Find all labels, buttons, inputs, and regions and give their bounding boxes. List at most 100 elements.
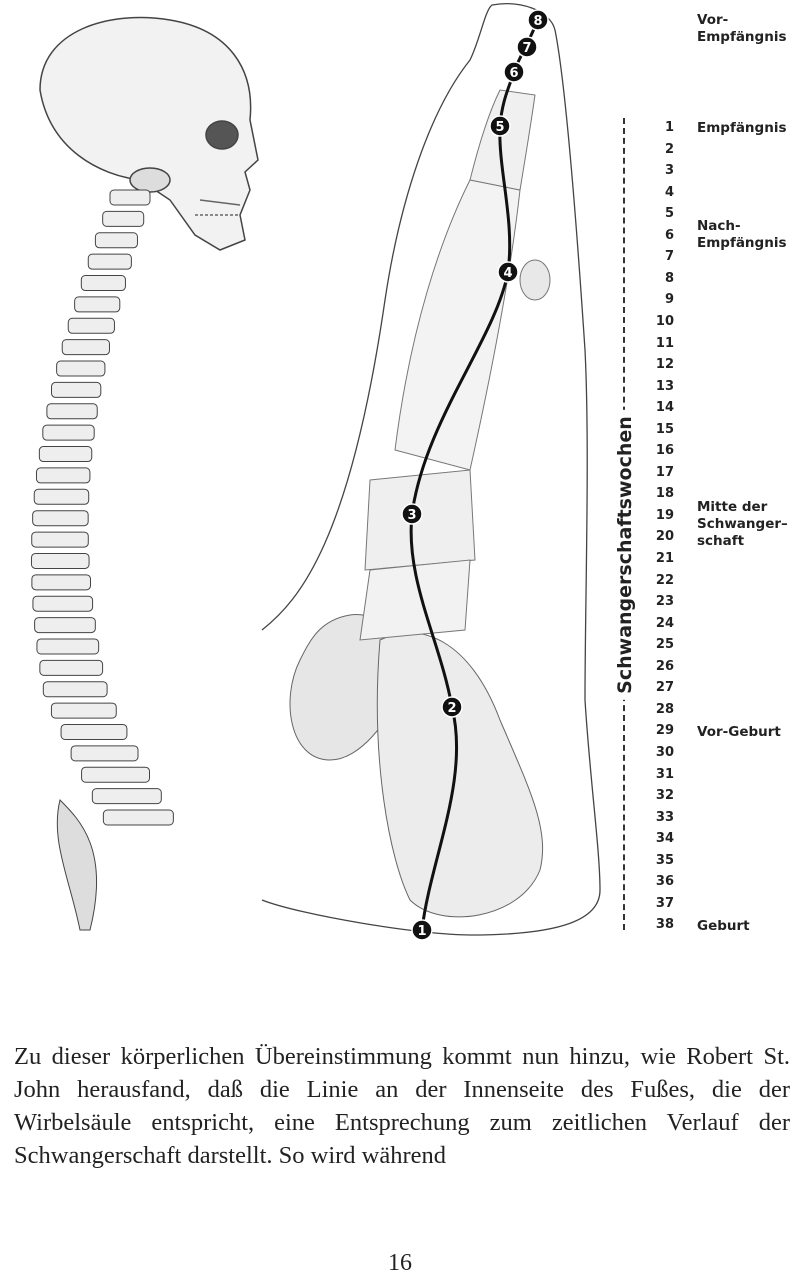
week-number: 34 — [655, 831, 674, 847]
week-number: 1 — [664, 120, 674, 135]
vertebra — [80, 275, 126, 292]
marker-3: 3 — [401, 503, 423, 525]
marker-number: 2 — [447, 701, 456, 716]
marker-5: 5 — [489, 115, 511, 137]
foot-illustration — [261, 3, 601, 936]
vertebra — [50, 702, 117, 719]
page-number: 16 — [388, 1250, 412, 1276]
vertebra — [91, 788, 162, 805]
week-number: 8 — [664, 270, 674, 286]
vertebra — [56, 360, 106, 377]
week-number: 18 — [655, 486, 674, 502]
week-number: 35 — [655, 852, 674, 868]
vertebra — [61, 339, 110, 356]
week-number: 30 — [655, 744, 674, 760]
spine-illustration — [30, 189, 174, 931]
week-number: 33 — [655, 809, 674, 825]
week-number: 13 — [655, 378, 674, 394]
label-line: Empfängnis — [697, 235, 787, 251]
week-number: 14 — [655, 400, 674, 416]
week-number: 9 — [664, 292, 674, 308]
label-post-conception: Nach- Empfängnis — [697, 218, 786, 252]
vertebra — [60, 723, 128, 740]
label-line: Empfängnis — [697, 29, 787, 45]
week-number: 2 — [664, 141, 674, 157]
vertebra — [81, 766, 150, 783]
vertebra — [36, 638, 100, 655]
week-number: 31 — [655, 766, 674, 782]
vertebra — [39, 659, 104, 676]
week-number: 26 — [655, 658, 674, 674]
label-line: schaft — [697, 533, 745, 549]
week-number: 29 — [655, 723, 674, 739]
week-number: 36 — [655, 874, 674, 890]
week-number: 32 — [655, 788, 674, 804]
marker-number: 6 — [509, 66, 518, 81]
marker-number: 5 — [495, 120, 504, 135]
week-number: 25 — [655, 637, 674, 653]
vertebra — [42, 681, 108, 698]
vertebra — [102, 809, 174, 826]
marker-number: 3 — [407, 508, 416, 523]
week-number: 21 — [655, 551, 674, 566]
marker-number: 1 — [417, 924, 426, 939]
label-line: Vor- — [697, 12, 729, 28]
week-number: 37 — [655, 895, 674, 911]
marker-number: 4 — [503, 266, 512, 281]
vertebra — [94, 232, 138, 249]
week-number: 7 — [664, 249, 674, 265]
vertebra — [32, 510, 89, 527]
weeks-axis-title: Schwangerschaftswochen — [614, 410, 636, 700]
week-number: 23 — [655, 594, 674, 610]
week-number: 16 — [655, 443, 674, 459]
skull-illustration — [39, 16, 259, 251]
marker-number: 7 — [522, 41, 531, 56]
marker-number: 8 — [533, 14, 542, 29]
vertebra — [102, 210, 145, 227]
marker-6: 6 — [503, 61, 525, 83]
vertebra — [31, 531, 89, 548]
vertebra — [42, 424, 95, 441]
vertebra — [34, 617, 96, 634]
vertebra — [35, 467, 91, 484]
week-number: 12 — [655, 357, 674, 373]
label-pre-birth: Vor-Geburt — [697, 724, 781, 740]
vertebra — [109, 189, 151, 206]
week-number: 27 — [655, 680, 674, 696]
label-birth: Geburt — [697, 918, 750, 934]
week-number: 6 — [664, 227, 674, 243]
label-line: Schwanger– — [697, 516, 788, 532]
week-number: 4 — [664, 184, 674, 200]
marker-4: 4 — [497, 261, 519, 283]
week-number: 3 — [664, 163, 674, 179]
vertebra — [33, 488, 90, 505]
week-number: 10 — [655, 313, 674, 329]
label-pre-conception: Vor- Empfängnis — [697, 12, 786, 46]
week-number: 19 — [655, 507, 674, 523]
week-number: 11 — [655, 335, 674, 351]
skeleton-and-foot-illustration: 1 2 3 4 5 678 — [30, 3, 601, 941]
label-line: Mitte der — [697, 499, 768, 515]
week-number: 28 — [655, 701, 674, 717]
vertebra — [67, 317, 115, 334]
week-number: 17 — [655, 464, 674, 480]
vertebra — [74, 296, 121, 313]
vertebra — [46, 403, 98, 420]
vertebra — [70, 745, 139, 762]
label-conception: Empfängnis — [697, 120, 787, 136]
vertebra — [31, 574, 91, 591]
marker-7: 7 — [516, 36, 538, 58]
week-number: 15 — [655, 421, 674, 437]
vertebra — [87, 253, 132, 270]
vertebra — [51, 381, 102, 398]
body-paragraph: Zu dieser körperlichen Übereinstimmung k… — [14, 1043, 790, 1169]
vertebra — [30, 552, 90, 569]
label-mid-pregnancy: Mitte der Schwanger– schaft — [697, 499, 788, 550]
week-number: 5 — [664, 206, 674, 222]
marker-1: 1 — [411, 919, 433, 941]
sacrum — [56, 799, 98, 931]
vertebra — [32, 595, 94, 612]
week-number: 24 — [655, 615, 674, 631]
marker-2: 2 — [441, 696, 463, 718]
